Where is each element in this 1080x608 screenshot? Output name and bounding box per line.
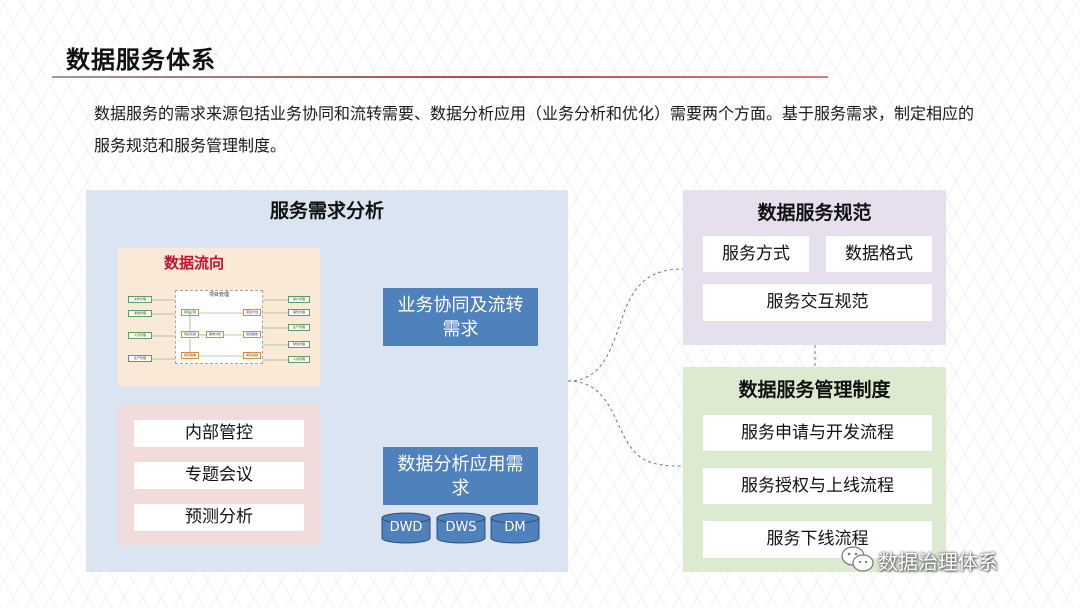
spec-item: 服务交互规范 <box>703 284 932 321</box>
database-icon <box>490 518 540 544</box>
internal-item: 内部管控 <box>134 420 304 447</box>
database-icon-top <box>436 512 486 524</box>
flow-right-item: 客户管理 <box>288 296 310 303</box>
flow-left-item: 文件管理 <box>128 296 152 303</box>
flow-left-item: 考勤管理 <box>128 310 152 317</box>
intro-paragraph: 数据服务的需求来源包括业务协同和流转需要、数据分析应用（业务分析和优化）需要两个… <box>94 104 975 155</box>
spec-item: 数据格式 <box>826 236 932 272</box>
data-analysis-box: 数据分析应用需求 <box>383 447 538 505</box>
database-label: DWD <box>389 520 423 535</box>
mgmt-item: 服务下线流程 <box>703 521 932 558</box>
flow-left-item: 生产管理 <box>128 355 152 362</box>
spec-item: 服务方式 <box>703 236 809 272</box>
internal-item: 预测分析 <box>134 504 304 531</box>
mgmt-item: 服务申请与开发流程 <box>703 415 932 451</box>
database-label: DWS <box>445 520 477 535</box>
database-icon-top <box>490 512 540 524</box>
demand-analysis-title: 服务需求分析 <box>269 200 384 222</box>
data-flow-inner-frame <box>175 290 263 364</box>
data-flow-title: 数据流向 <box>163 254 224 272</box>
mgmt-item: 服务授权与上线流程 <box>703 468 932 504</box>
flow-inner-item: 项目报告 <box>243 331 261 338</box>
connector-analysis-to-mgmt <box>567 380 684 467</box>
service-spec-title: 数据服务规范 <box>757 202 872 224</box>
database-icon-top <box>381 512 431 524</box>
flow-inner-item: 项目总结 <box>243 352 261 359</box>
flow-right-item: 人资管理 <box>288 356 310 363</box>
internal-item: 专题会议 <box>134 462 304 489</box>
flow-right-item: 财务管理 <box>288 341 310 348</box>
flow-left-item: 人员管理 <box>128 332 152 339</box>
flow-inner-item: 项目计划 <box>243 309 261 316</box>
database-icon <box>436 518 486 544</box>
database-cylinders <box>381 512 540 544</box>
data-flow-center-label: 项目管理 <box>208 292 229 298</box>
flow-inner-item: 项目实施 <box>181 331 199 338</box>
service-management-title: 数据服务管理制度 <box>738 379 891 401</box>
title-divider <box>52 76 828 78</box>
flow-right-item: 生产管理 <box>288 324 310 331</box>
connector-analysis-to-spec <box>567 268 684 382</box>
wechat-icon <box>841 546 874 572</box>
watermark-text: 数据治理体系 <box>878 550 998 574</box>
database-label: DM <box>504 520 526 535</box>
flow-right-item: 销售管理 <box>288 309 310 316</box>
page-title: 数据服务体系 <box>66 46 216 74</box>
flow-mini-arrows <box>152 299 288 361</box>
business-collaboration-box: 业务协同及流转需求 <box>383 288 538 346</box>
database-icon <box>381 518 431 544</box>
flow-inner-item: 项目验收 <box>181 352 199 359</box>
flow-inner-item: 需求分析 <box>206 331 224 338</box>
